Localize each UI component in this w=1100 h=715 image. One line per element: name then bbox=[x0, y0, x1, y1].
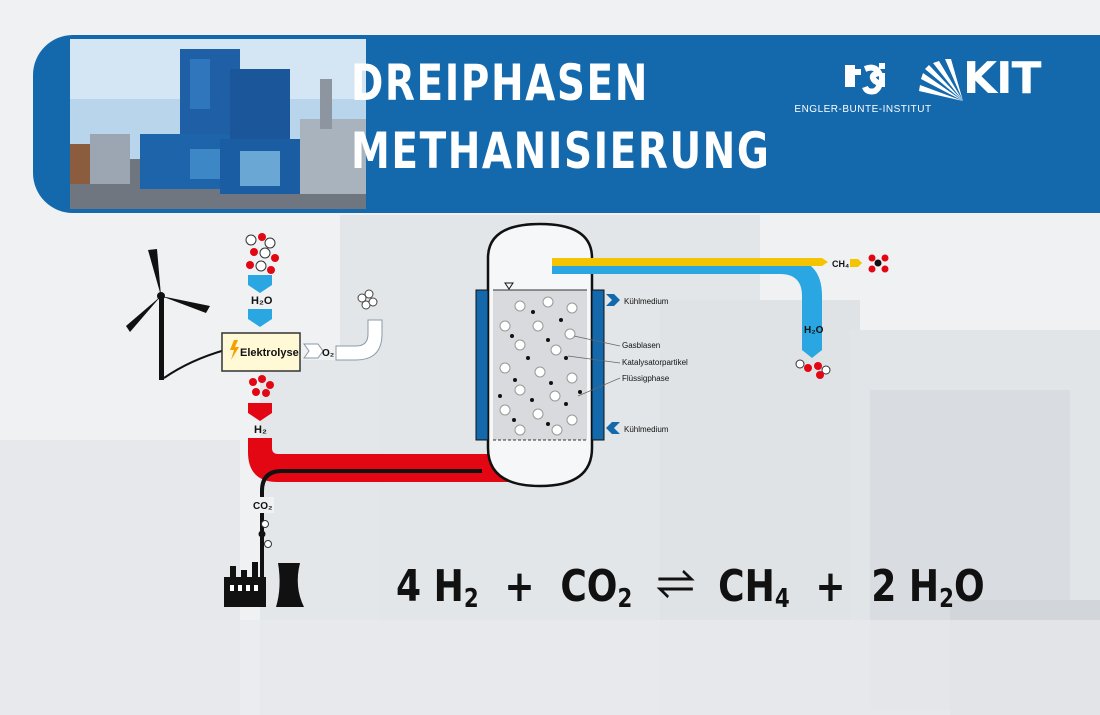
methane-label: CH₄ bbox=[832, 259, 849, 269]
coolant-bottom-label: Kühlmedium bbox=[624, 425, 669, 434]
coolant-in-arrow bbox=[606, 294, 620, 306]
eq-product-h2o: 2 H2O bbox=[871, 561, 984, 614]
coolant-top-label: Kühlmedium bbox=[624, 297, 669, 306]
electrolysis-label: Elektrolyse bbox=[240, 347, 299, 359]
methane-flow-arrow bbox=[850, 259, 862, 267]
co2-label: CO₂ bbox=[253, 501, 272, 512]
reaction-equation: 4 H2 + CO2 CH4 + 2 H2O bbox=[396, 561, 985, 621]
eq-plus-1: + bbox=[504, 561, 534, 612]
water-molecules-icon bbox=[246, 233, 279, 274]
eq-product-ch4: CH4 bbox=[718, 561, 790, 614]
water-out-label: H₂O bbox=[804, 325, 824, 336]
hydrogen-chevron bbox=[248, 403, 272, 421]
water-out-molecules-icon bbox=[796, 360, 830, 379]
methane-pipe bbox=[552, 258, 828, 266]
eq-plus-2: + bbox=[815, 561, 845, 612]
hydrogen-label: H₂ bbox=[254, 424, 267, 436]
coolant-out-arrow bbox=[606, 422, 620, 434]
gas-bubbles-label: Gasblasen bbox=[622, 341, 660, 350]
liquid-label: Flüssigphase bbox=[622, 374, 670, 383]
equilibrium-arrow-icon bbox=[656, 569, 694, 599]
water-in-label: H₂O bbox=[251, 295, 273, 307]
eq-reactant-co2: CO2 bbox=[560, 561, 632, 614]
oxygen-label: O₂ bbox=[322, 348, 334, 359]
oxygen-flow-arrow bbox=[304, 320, 382, 360]
catalyst-label: Katalysatorpartikel bbox=[622, 358, 688, 367]
hydrogen-molecules-icon bbox=[249, 375, 274, 397]
wind-turbine-icon bbox=[126, 249, 225, 380]
oxygen-molecules-icon bbox=[358, 290, 377, 309]
methane-molecule-icon bbox=[869, 255, 889, 273]
eq-reactant-h2: 4 H2 bbox=[396, 561, 479, 614]
